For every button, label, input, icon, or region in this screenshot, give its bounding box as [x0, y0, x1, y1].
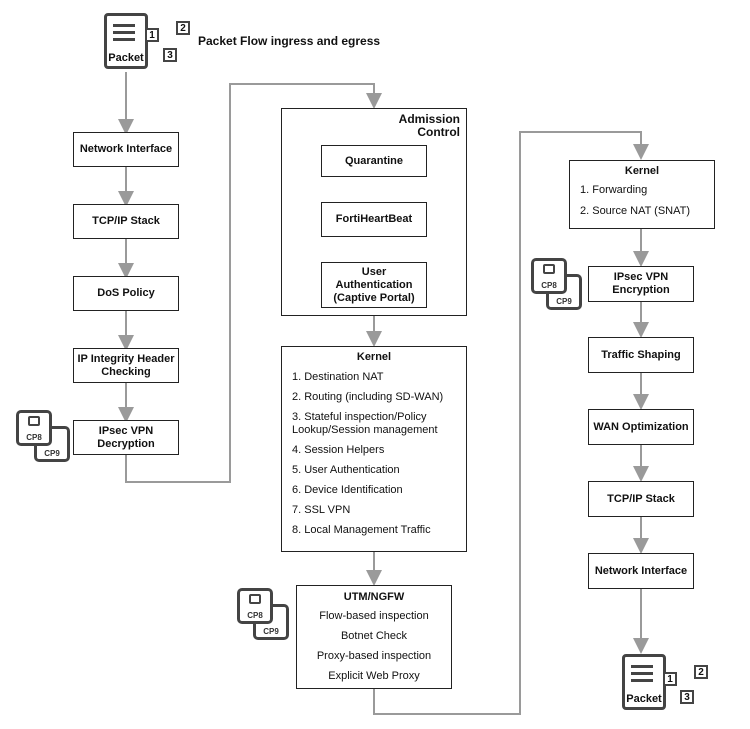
- utm-ngfw-panel: UTM/NGFW Flow-based inspection Botnet Ch…: [296, 585, 452, 689]
- badge-2: 2: [176, 21, 190, 35]
- cp8-chip-icon: CP8: [531, 258, 567, 294]
- kernel-middle-item: 1. Destination NAT: [292, 371, 384, 383]
- network-interface-box: Network Interface: [73, 132, 179, 167]
- quarantine-box: Quarantine: [321, 145, 427, 177]
- page-title: Packet Flow ingress and egress: [198, 34, 381, 48]
- kernel-middle-item: 5. User Authentication: [292, 464, 400, 476]
- cp8-label: CP8: [541, 281, 557, 290]
- fortiheartbeat-box: FortiHeartBeat: [321, 202, 427, 237]
- utm-item: Proxy-based inspection: [316, 650, 432, 662]
- kernel-middle-item: 8. Local Management Traffic: [292, 524, 431, 536]
- cp8-label: CP8: [247, 611, 263, 620]
- kernel-middle-list: 1. Destination NAT 2. Routing (including…: [292, 371, 460, 537]
- cp9-label: CP9: [44, 449, 60, 458]
- kernel-middle-item: 6. Device Identification: [292, 484, 403, 496]
- arrow-column1-to-admission-control: [125, 83, 382, 483]
- utm-item: Explicit Web Proxy: [328, 670, 420, 682]
- badge-2: 2: [694, 665, 708, 679]
- wan-optimization-box: WAN Optimization: [588, 409, 694, 445]
- admission-control-title: Admission Control: [398, 112, 460, 139]
- kernel-middle-item: 7. SSL VPN: [292, 504, 351, 516]
- packet-label: Packet: [626, 693, 662, 705]
- cp8-chip-icon: CP8: [237, 588, 273, 624]
- kernel-middle-item: 3. Stateful inspection/Policy Lookup/Ses…: [292, 411, 438, 436]
- cp8-chip-icon: CP8: [16, 410, 52, 446]
- badge-3: 3: [163, 48, 177, 62]
- badge-3: 3: [680, 690, 694, 704]
- tcpip-stack-box: TCP/IP Stack: [73, 204, 179, 239]
- kernel-middle-item: 4. Session Helpers: [292, 444, 385, 456]
- ip-integrity-header-box: IP Integrity Header Checking: [73, 348, 179, 383]
- kernel-right-item: 2. Source NAT (SNAT): [580, 205, 691, 217]
- kernel-right-item: 1. Forwarding: [580, 184, 648, 196]
- packet-document-icon: Packet: [104, 13, 148, 69]
- arrow-utm-to-right-kernel: [373, 131, 649, 715]
- kernel-middle-title: Kernel: [356, 351, 392, 363]
- kernel-middle-panel: Kernel 1. Destination NAT 2. Routing (in…: [281, 346, 467, 552]
- cp9-label: CP9: [556, 297, 572, 306]
- utm-ngfw-title: UTM/NGFW: [343, 591, 405, 603]
- network-interface-box-egress: Network Interface: [588, 553, 694, 589]
- kernel-right-title: Kernel: [624, 165, 660, 177]
- utm-item: Flow-based inspection: [319, 610, 429, 622]
- kernel-right-list: 1. Forwarding 2. Source NAT (SNAT): [580, 184, 708, 218]
- badge-1: 1: [663, 672, 677, 686]
- cp8-label: CP8: [26, 433, 42, 442]
- utm-ngfw-list: Flow-based inspection Botnet Check Proxy…: [297, 610, 451, 683]
- kernel-right-panel: Kernel 1. Forwarding 2. Source NAT (SNAT…: [569, 160, 715, 229]
- packet-document-icon: Packet: [622, 654, 666, 710]
- ipsec-vpn-decryption-box: IPsec VPN Decryption: [73, 420, 179, 455]
- dos-policy-box: DoS Policy: [73, 276, 179, 311]
- utm-item: Botnet Check: [340, 630, 408, 642]
- badge-1: 1: [145, 28, 159, 42]
- packet-label: Packet: [108, 52, 144, 64]
- ipsec-vpn-encryption-box: IPsec VPN Encryption: [588, 266, 694, 302]
- user-authentication-box: User Authentication (Captive Portal): [321, 262, 427, 308]
- cp9-label: CP9: [263, 627, 279, 636]
- traffic-shaping-box: Traffic Shaping: [588, 337, 694, 373]
- tcpip-stack-box-egress: TCP/IP Stack: [588, 481, 694, 517]
- kernel-middle-item: 2. Routing (including SD-WAN): [292, 391, 444, 403]
